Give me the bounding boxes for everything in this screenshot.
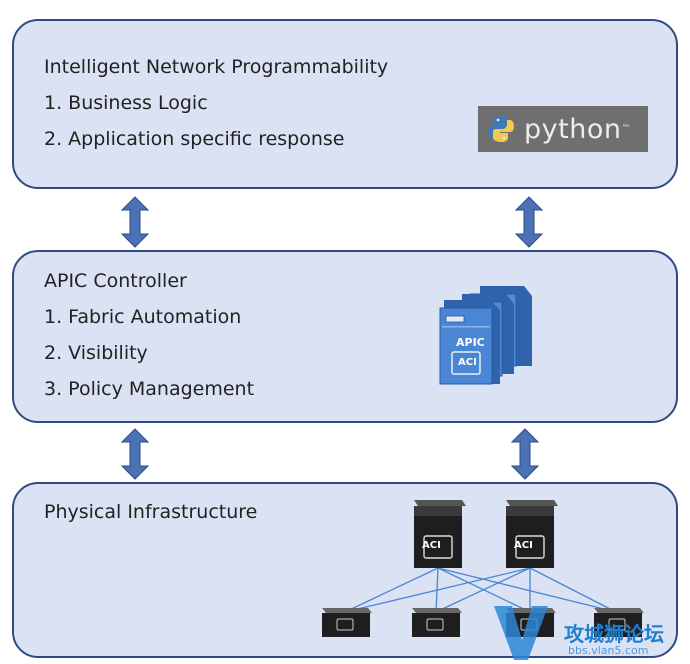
python-logo-icon: [488, 116, 514, 142]
watermark-text: 攻城狮论坛: [564, 622, 664, 646]
double-arrow-icon: [120, 196, 150, 248]
layer-item: 3. Policy Management: [44, 378, 255, 400]
python-logo-tm: ™: [621, 124, 631, 134]
layer-title-physical: Physical Infrastructure: [44, 501, 258, 523]
watermark-url: bbs.vlan5.com: [568, 644, 649, 657]
layer-programmability: [12, 19, 678, 189]
double-arrow-icon: [510, 428, 540, 480]
python-logo-text: python: [524, 113, 622, 145]
layer-title-apic: APIC Controller: [44, 270, 187, 292]
double-arrow-icon: [514, 196, 544, 248]
layer-item: 1. Business Logic: [44, 92, 208, 114]
spine-badge: ACI: [422, 540, 441, 551]
apic-device-badge: ACI: [458, 357, 477, 368]
layer-item: 2. Visibility: [44, 342, 148, 364]
layer-item: 1. Fabric Automation: [44, 306, 242, 328]
apic-device-label: APIC: [456, 336, 485, 349]
layer-apic-controller: [12, 250, 678, 423]
layer-item: 2. Application specific response: [44, 128, 345, 150]
spine-badge: ACI: [514, 540, 533, 551]
layer-title-programmability: Intelligent Network Programmability: [44, 56, 389, 78]
double-arrow-icon: [120, 428, 150, 480]
